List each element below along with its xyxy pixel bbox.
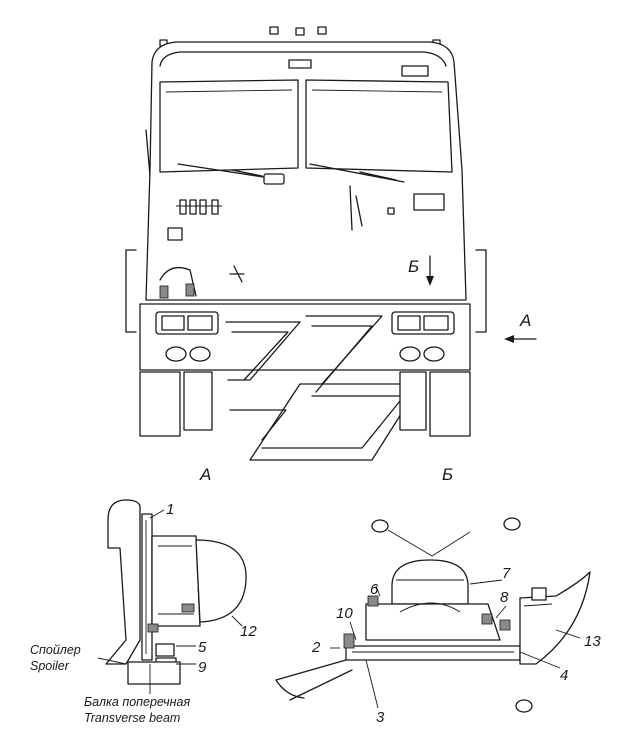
lamp-7 xyxy=(391,559,469,605)
spoiler xyxy=(105,499,141,665)
wheel-left xyxy=(139,371,181,437)
windshield-right xyxy=(305,79,453,173)
callout-5: 5 xyxy=(198,639,207,656)
callout-1: 1 xyxy=(166,501,174,518)
callout-12: 12 xyxy=(240,623,257,640)
headlight-left xyxy=(155,311,219,362)
bulb-lower-right xyxy=(515,699,533,713)
front-step-stripes xyxy=(225,315,421,461)
callout-3: 3 xyxy=(376,709,385,726)
truck-front-view xyxy=(125,26,537,461)
caption-spoiler-en: Spoiler xyxy=(30,659,70,673)
bulb-upper-left xyxy=(371,519,389,533)
callout-6: 6 xyxy=(370,581,379,598)
arrow-a-label: А xyxy=(519,311,531,330)
callout-13: 13 xyxy=(584,633,601,650)
view-a-arrow xyxy=(504,335,537,343)
caption-beam-en: Transverse beam xyxy=(84,711,180,725)
caption-spoiler-ru: Спойлер xyxy=(30,643,81,657)
callout-8: 8 xyxy=(500,589,509,606)
view-a-title: А xyxy=(199,465,211,484)
view-b-lamp-installation xyxy=(275,517,591,713)
view-a-lamp-side xyxy=(105,499,247,685)
spoiler-b xyxy=(275,659,353,701)
arrow-b-label: Б xyxy=(408,257,419,276)
callout-10: 10 xyxy=(336,605,353,622)
headlight-right xyxy=(391,311,455,362)
lamp-housing xyxy=(365,603,501,641)
view-b-pointer xyxy=(426,255,434,286)
bracket-rail-3 xyxy=(345,645,521,661)
lamp-12 xyxy=(151,535,201,627)
leaders-a xyxy=(97,509,243,694)
callout-4: 4 xyxy=(560,667,568,684)
bulb-upper-right xyxy=(503,517,521,531)
wheel-right xyxy=(429,371,471,437)
front-panel-wiring xyxy=(159,185,445,299)
callout-7: 7 xyxy=(502,565,511,582)
callout-9: 9 xyxy=(198,659,207,676)
callout-2: 2 xyxy=(311,639,321,656)
view-b-title: Б xyxy=(442,465,453,484)
lamp-13 xyxy=(519,571,591,665)
windshield-left xyxy=(159,79,299,173)
transverse-beam xyxy=(127,661,181,685)
front-bumper xyxy=(139,303,471,371)
caption-beam-ru: Балка поперечная xyxy=(84,695,190,709)
bracket-1 xyxy=(141,513,153,661)
